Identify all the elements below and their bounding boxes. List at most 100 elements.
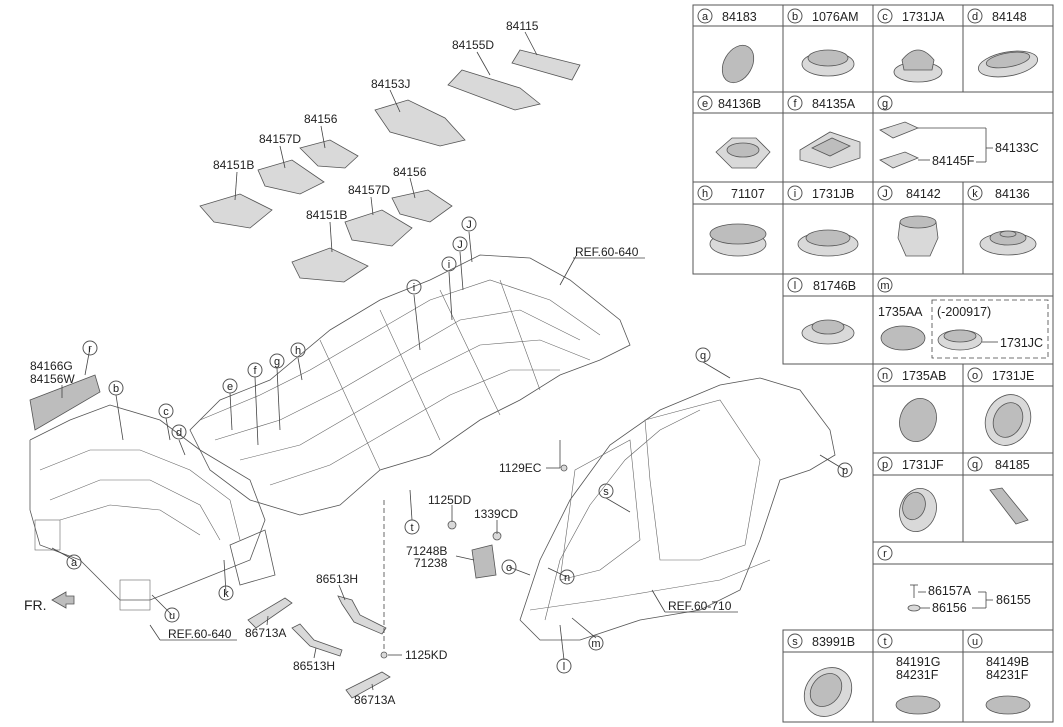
svg-text:84145F: 84145F (932, 154, 975, 168)
svg-text:1076AM: 1076AM (812, 10, 859, 24)
callout-labels: 84115 84155D 84153J 84156 84157D 84151B … (24, 19, 732, 707)
part-84166G (29, 374, 101, 431)
svg-text:84148: 84148 (992, 10, 1027, 24)
svg-text:84185: 84185 (995, 458, 1030, 472)
callout-part-20: 86713A (354, 693, 395, 707)
svg-text:84231F: 84231F (986, 668, 1029, 682)
svg-text:1731JC: 1731JC (1000, 336, 1043, 350)
callout-letter-11: J (461, 216, 477, 232)
svg-text:86156: 86156 (932, 601, 967, 615)
callout-part-2: 84153J (371, 77, 410, 91)
ref-label-2: REF.60-710 (668, 599, 732, 613)
svg-text:86155: 86155 (996, 593, 1031, 607)
front-label: FR. (24, 597, 47, 613)
letter-callouts: r b c d e f g h i i J J q p s t o n m l … (66, 216, 853, 674)
plate-84115 (511, 49, 581, 81)
svg-text:84191G: 84191G (896, 655, 940, 669)
callout-letter-21: k (218, 585, 234, 601)
svg-text:p: p (842, 465, 848, 477)
svg-text:1731JA: 1731JA (902, 10, 945, 24)
underbody-illustration (29, 49, 836, 699)
callout-part-16: 86513H (316, 572, 358, 586)
svg-text:84149B: 84149B (986, 655, 1029, 669)
svg-text:e: e (227, 381, 233, 393)
svg-text:l: l (794, 280, 796, 292)
callout-letter-13: p (837, 462, 853, 478)
callout-letter-0: r (82, 340, 98, 356)
legend-g: g 84145F 84133C (877, 95, 1039, 168)
plug-84183-icon (721, 44, 755, 84)
svg-text:f: f (253, 365, 257, 377)
svg-text:k: k (223, 588, 229, 600)
svg-text:d: d (176, 427, 182, 439)
callout-part-8: 84151B (306, 208, 347, 222)
callout-letter-3: d (171, 424, 187, 440)
svg-text:1731JB: 1731JB (812, 187, 854, 201)
part-86713A-b (345, 671, 391, 699)
legend-grid (692, 4, 1054, 723)
svg-text:i: i (413, 282, 415, 294)
svg-text:s: s (603, 486, 609, 498)
callout-part-12: 1125DD (428, 493, 471, 507)
svg-text:o: o (506, 562, 512, 574)
clip-86156-icon (907, 604, 921, 612)
svg-text:s: s (792, 636, 798, 648)
pad-84191G-icon (895, 695, 941, 715)
svg-text:1731JF: 1731JF (902, 458, 944, 472)
svg-text:84231F: 84231F (896, 668, 939, 682)
svg-text:84133C: 84133C (995, 141, 1039, 155)
callout-part-19: 1125KD (405, 648, 448, 662)
callout-letter-19: l (556, 658, 572, 674)
front-arrow-icon (51, 591, 75, 609)
legend-r: r 86157A 86156 86155 (877, 545, 1031, 615)
callout-part-18: 86513H (293, 659, 335, 673)
svg-text:n: n (564, 572, 570, 584)
svg-text:1731JE: 1731JE (992, 369, 1034, 383)
callout-letter-10: J (452, 236, 468, 252)
plate-84151B-a (199, 193, 273, 229)
pad-84149B-icon (985, 695, 1031, 715)
part-86513H-b (291, 623, 343, 657)
callout-part-3: 84156 (304, 112, 338, 126)
svg-text:f: f (793, 98, 797, 110)
callout-letter-18: m (588, 635, 604, 651)
svg-text:q: q (700, 350, 706, 362)
svg-text:a: a (71, 557, 78, 569)
legend-m: m 1735AA (-200917) 1731JC (877, 277, 1043, 350)
callout-letter-9: i (441, 256, 457, 272)
callout-part-7: 84157D (348, 183, 390, 197)
callout-letter-20: a (66, 554, 82, 570)
svg-text:84135A: 84135A (812, 97, 856, 111)
svg-text:q: q (972, 459, 978, 471)
legend-t: t 84191G 84231F (877, 633, 940, 682)
svg-text:86157A: 86157A (928, 584, 972, 598)
callout-letter-15: t (404, 519, 420, 535)
ref-label-0: REF.60-640 (575, 245, 639, 259)
plug-1735AB-icon (899, 398, 937, 442)
plate-84156-b (391, 189, 453, 223)
svg-text:t: t (410, 522, 413, 534)
callout-letter-2: c (158, 403, 174, 419)
callout-letter-22: u (164, 607, 180, 623)
svg-text:i: i (448, 259, 450, 271)
plug-84145F-icon (879, 151, 920, 169)
svg-text:u: u (169, 610, 175, 622)
legend-illustrations (709, 44, 1049, 717)
svg-text:84136: 84136 (995, 187, 1030, 201)
callout-letter-8: i (406, 279, 422, 295)
svg-text:i: i (794, 188, 796, 200)
part-86513H-a (337, 595, 387, 635)
callout-letter-4: e (222, 378, 238, 394)
svg-text:71107: 71107 (731, 187, 765, 201)
svg-text:1735AB: 1735AB (902, 369, 946, 383)
plate-84155D (447, 69, 541, 111)
